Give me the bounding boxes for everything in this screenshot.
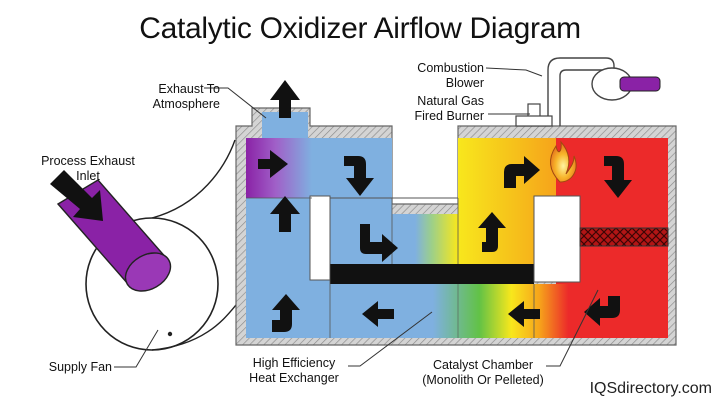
left-arrow-1 — [508, 301, 540, 327]
label-catalyst-chamber: Catalyst Chamber (Monolith Or Pelleted) — [408, 358, 558, 388]
watermark: IQSdirectory.com — [589, 380, 712, 397]
bend-left-arrow — [584, 296, 620, 326]
label-combustion-blower: Combustion Blower — [384, 61, 484, 91]
bend-down-arrow-2 — [604, 156, 632, 198]
bend-right-arrow — [360, 224, 398, 262]
label-exhaust-to-atmosphere: Exhaust To Atmosphere — [96, 82, 220, 112]
label-line: Heat Exchanger — [249, 371, 339, 385]
label-line: Atmosphere — [152, 97, 220, 111]
label-line: High Efficiency — [252, 356, 336, 370]
burner-flame — [550, 140, 577, 183]
label-line: Process Exhaust — [41, 154, 135, 168]
left-arrow-2 — [362, 301, 394, 327]
label-natural-gas-burner: Natural Gas Fired Burner — [384, 94, 484, 124]
label-line: Combustion — [417, 61, 484, 75]
inlet-right-arrow — [258, 150, 288, 178]
label-line: Exhaust To — [158, 82, 220, 96]
bend-up-arrow-2 — [272, 294, 300, 332]
flow-arrows — [258, 80, 632, 332]
process-exhaust-duct — [50, 170, 172, 292]
label-line: (Monolith Or Pelleted) — [422, 373, 544, 387]
heat-exchanger — [246, 195, 534, 338]
inlet-arrow — [50, 170, 103, 221]
label-line: Catalyst Chamber — [432, 358, 534, 372]
bend-up-arrow — [478, 212, 506, 252]
label-line: Blower — [445, 76, 484, 90]
label-process-exhaust-inlet: Process Exhaust Inlet — [18, 154, 158, 184]
label-heat-exchanger: High Efficiency Heat Exchanger — [236, 356, 352, 386]
airflow-chambers — [246, 112, 668, 338]
label-supply-fan: Supply Fan — [48, 360, 112, 374]
label-line: Fired Burner — [414, 109, 484, 123]
catalyst-bed — [579, 227, 669, 247]
up-arrow-2 — [270, 196, 300, 232]
bend-right-arrow-2 — [504, 156, 540, 188]
burner-section — [457, 195, 669, 338]
exhaust-up-arrow — [270, 80, 300, 118]
leader-lines — [114, 67, 599, 368]
diagram-title: Catalytic Oxidizer Airflow Diagram — [139, 12, 581, 45]
label-line: Inlet — [76, 169, 100, 183]
label-line: Natural Gas — [417, 94, 484, 108]
bend-down-arrow — [344, 156, 374, 196]
combustion-blower — [515, 57, 661, 183]
